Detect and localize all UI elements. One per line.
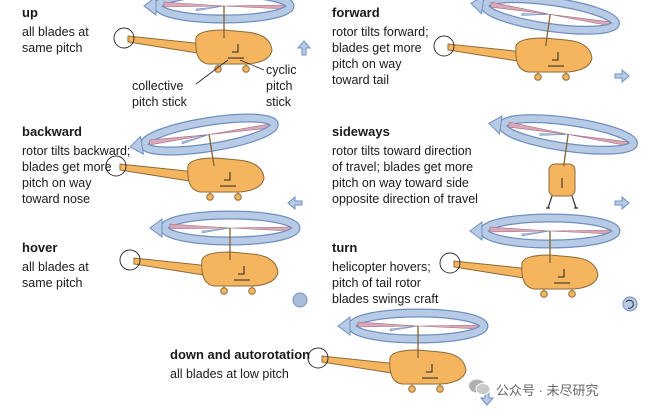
panel-up-description: all blades at same pitch	[22, 25, 89, 55]
rotor-blade	[357, 321, 419, 328]
motion-right-icon	[614, 68, 630, 84]
helicopter-body	[439, 252, 599, 298]
helicopter-body-front	[546, 163, 578, 209]
rotor-disc	[129, 113, 279, 167]
panel-backward: backward rotor tilts backward; blades get…	[22, 124, 130, 207]
panel-down-description: all blades at low pitch	[170, 367, 289, 381]
rotor-disc	[488, 114, 638, 167]
rotor-blade	[229, 226, 291, 232]
rotor-blade	[417, 324, 479, 330]
tail-rotor	[307, 347, 329, 369]
leader-line	[239, 59, 265, 71]
rotor-blade	[148, 134, 210, 146]
panel-down: down and autorotation all blades at low p…	[170, 347, 310, 382]
panel-up-title: up	[22, 5, 38, 20]
helicopter-body	[105, 155, 265, 201]
wechat-icon	[469, 379, 491, 395]
rotor-blade	[169, 223, 231, 230]
helicopter-down	[307, 308, 489, 393]
helicopter-hover	[119, 210, 301, 295]
leader-line	[195, 59, 229, 85]
tail-rotor	[119, 249, 141, 271]
panel-sideways-title: sideways	[332, 124, 390, 139]
arrowhead-icon	[129, 135, 145, 155]
arrowhead-icon	[469, 221, 483, 241]
rotor-blade	[549, 229, 611, 235]
rotor-disc	[469, 213, 621, 263]
tail-rotor	[433, 35, 455, 57]
tail-rotor	[439, 252, 461, 274]
helicopter-up	[113, 0, 295, 73]
arrowhead-icon	[143, 0, 157, 16]
panel-sideways: sideways rotor tilts toward direction of …	[332, 124, 478, 207]
helicopter-body	[113, 27, 273, 73]
panel-forward: forward rotor tilts forward; blades get m…	[332, 5, 429, 88]
helicopter-forward	[433, 0, 620, 81]
rotor-disc	[149, 210, 301, 260]
rotor-blade	[163, 1, 225, 8]
helicopter-turn	[439, 213, 621, 298]
rotor-blade	[489, 226, 551, 233]
panel-forward-title: forward	[332, 5, 380, 20]
helicopter-body	[119, 249, 279, 295]
arrowhead-icon	[149, 218, 163, 238]
helicopter-body	[307, 347, 467, 393]
motion-none-icon	[292, 292, 308, 308]
panel-sideways-description: rotor tilts toward direction of travel; …	[332, 144, 478, 206]
rotor-disc	[143, 0, 295, 38]
label-collective-pitch-stick: collective pitch stick	[132, 79, 187, 109]
rotor-disc	[337, 308, 489, 358]
rotor-disc	[470, 0, 620, 47]
tail-rotor	[105, 155, 127, 177]
helicopter-sideways	[488, 114, 638, 209]
arrowhead-icon	[470, 0, 485, 15]
panel-down-title: down and autorotation	[170, 347, 311, 362]
helicopter-backward	[105, 113, 279, 201]
panel-turn-description: helicopter hovers; pitch of tail rotor b…	[332, 260, 439, 306]
tail-rotor	[113, 27, 135, 49]
panel-turn-title: turn	[332, 240, 358, 255]
motion-left-icon	[287, 195, 303, 211]
panel-backward-title: backward	[22, 124, 82, 139]
rotor-blade	[490, 1, 551, 15]
panel-hover-title: hover	[22, 240, 58, 255]
watermark-text: 公众号 · 未尽研究	[496, 383, 599, 398]
arrowhead-icon	[488, 115, 503, 135]
rotor-blade	[223, 4, 285, 10]
motion-right-icon	[614, 195, 630, 211]
rotor-blade	[508, 121, 569, 135]
motion-rotate-icon	[622, 296, 638, 312]
panel-turn: turn helicopter hovers; pitch of tail rot…	[332, 240, 438, 307]
arrowhead-icon	[337, 316, 351, 336]
panel-hover-description: all blades at same pitch	[22, 260, 89, 290]
helicopter-body	[433, 35, 593, 81]
panel-up: up all blades at same pitch	[22, 5, 89, 56]
panel-forward-description: rotor tilts forward; blades get more pit…	[332, 25, 429, 87]
motion-up-icon	[296, 40, 312, 56]
label-cyclic-pitch-stick: cyclic pitch stick	[266, 63, 297, 109]
panel-hover: hover all blades at same pitch	[22, 240, 89, 291]
panel-backward-description: rotor tilts backward; blades get more pi…	[22, 144, 131, 206]
